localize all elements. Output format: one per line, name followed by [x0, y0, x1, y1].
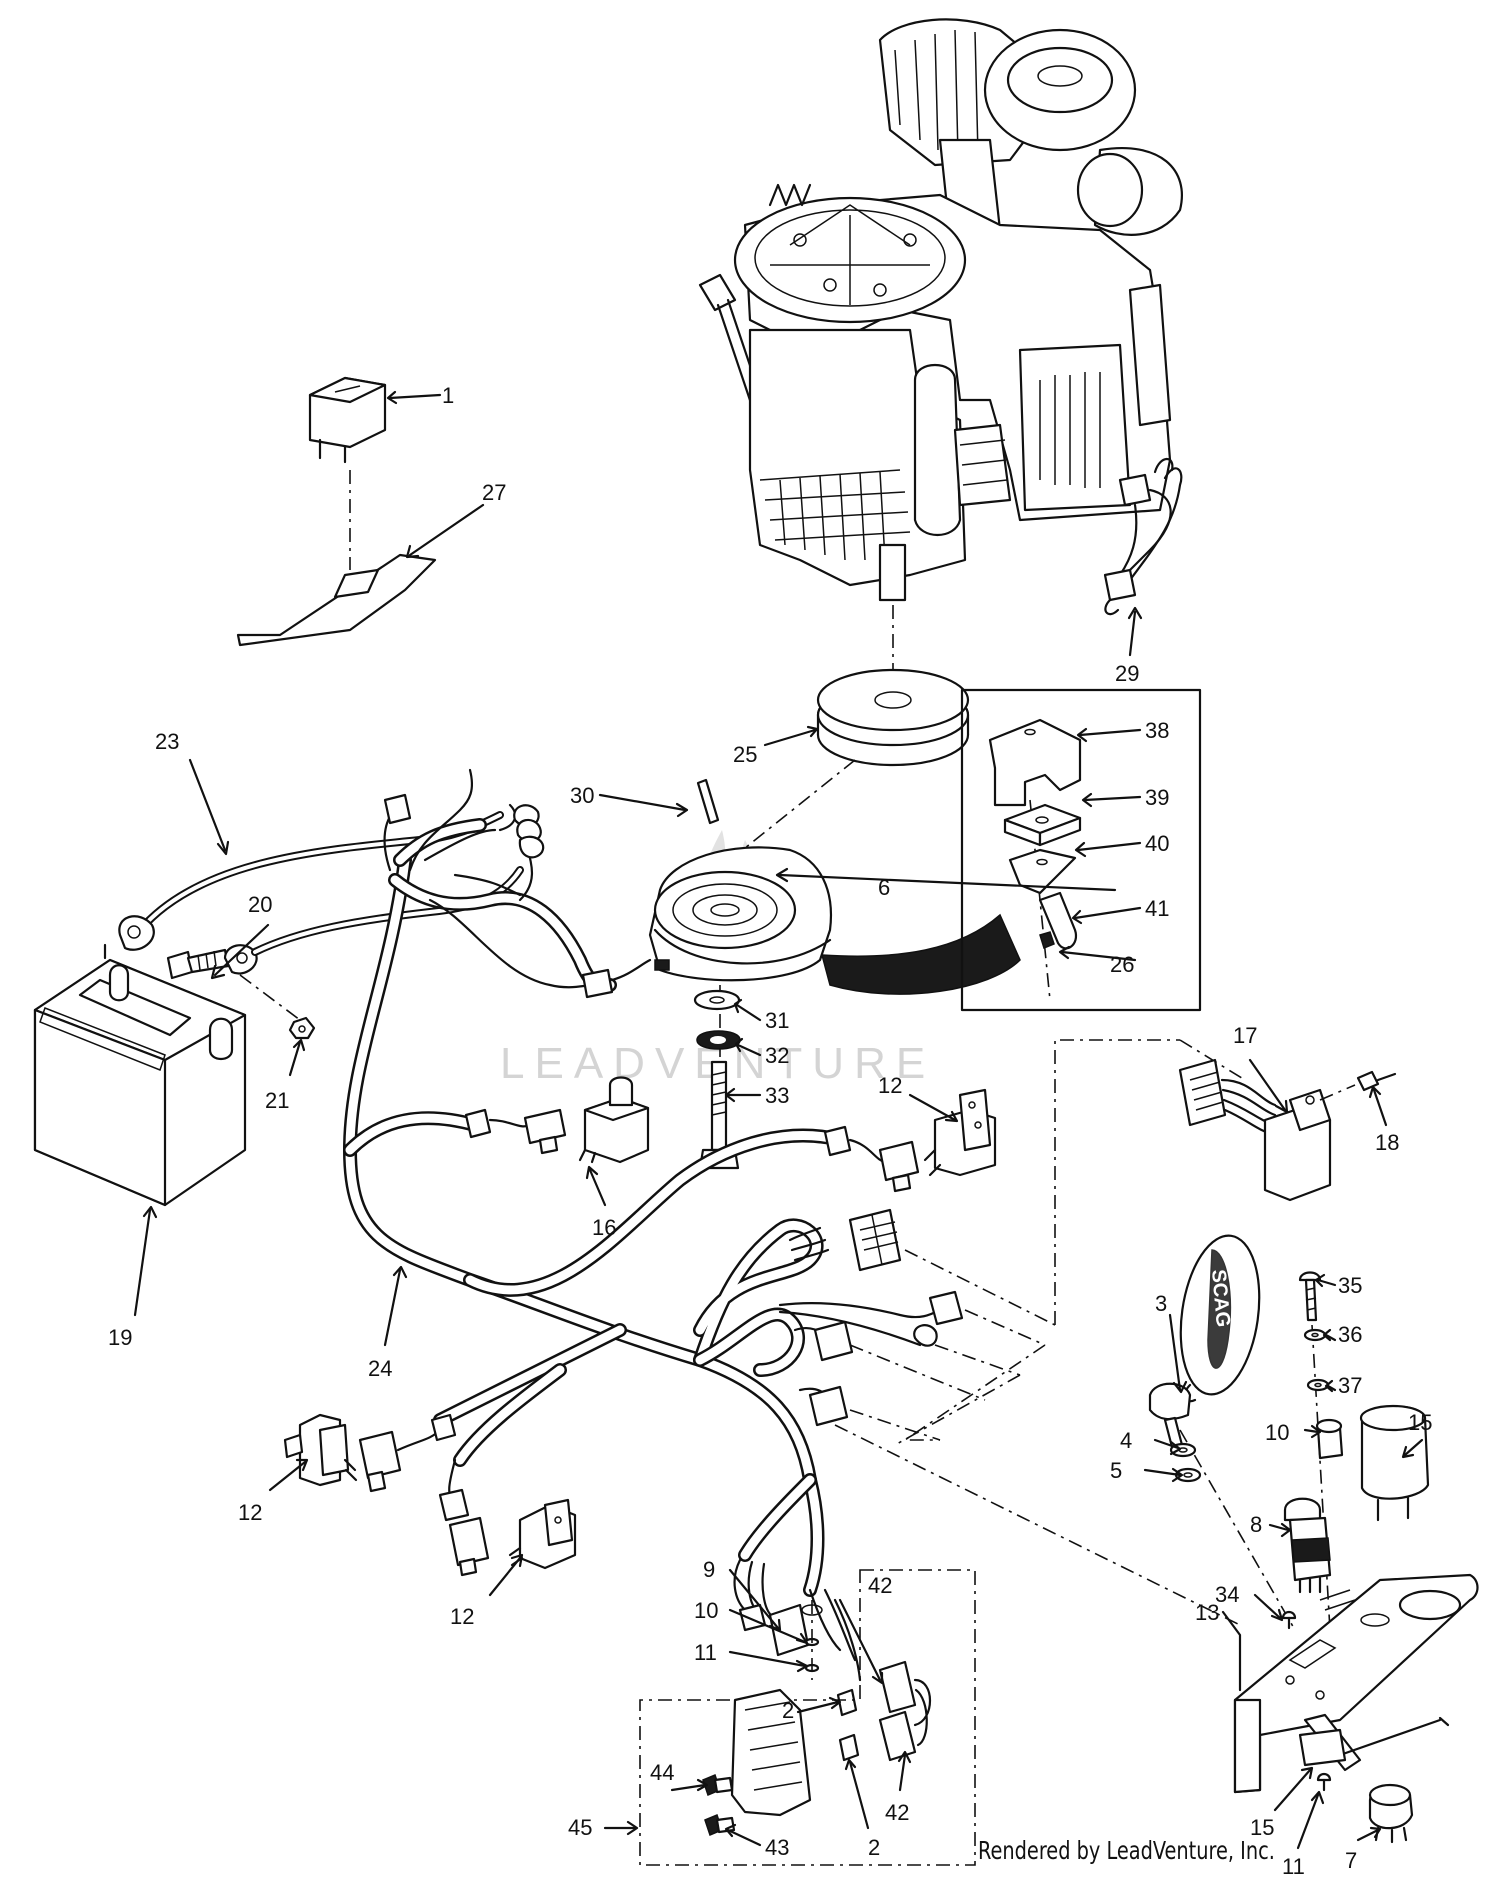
mounting-bracket — [236, 553, 437, 647]
engine — [698, 18, 1183, 602]
panel-screw — [1281, 1610, 1297, 1630]
callout-34: 34 — [1215, 1582, 1239, 1607]
wire-pigtail — [1103, 457, 1183, 616]
seat-switch — [578, 1076, 650, 1164]
render-credit: Rendered by LeadVenture, Inc. — [978, 1836, 1275, 1865]
callout-45: 45 — [568, 1815, 592, 1840]
control-module — [702, 1688, 812, 1837]
callout-26: 26 — [1110, 952, 1134, 977]
clutch-lead — [428, 898, 652, 999]
engine-pulley — [816, 605, 970, 767]
callout-25: 25 — [733, 742, 757, 767]
callout-4: 4 — [1120, 1428, 1132, 1453]
interlock-switch-upper — [923, 1088, 997, 1177]
callout-10-right: 10 — [1265, 1420, 1289, 1445]
callout-35: 35 — [1338, 1273, 1362, 1298]
battery-nut — [288, 1016, 316, 1040]
callout-16: 16 — [592, 1215, 616, 1240]
callout-18: 18 — [1375, 1130, 1399, 1155]
callout-15-lower: 15 — [1250, 1815, 1274, 1840]
callout-12-lower: 12 — [450, 1604, 474, 1629]
callout-7: 7 — [1345, 1848, 1357, 1873]
connector-to-12-upper — [823, 1125, 920, 1193]
callout-40: 40 — [1145, 831, 1169, 856]
callout-2-upper: 2 — [782, 1698, 794, 1723]
callout-23: 23 — [155, 729, 179, 754]
relay-screw — [1356, 1070, 1397, 1092]
callout-42-upper: 42 — [868, 1573, 892, 1598]
callout-12-left: 12 — [238, 1500, 262, 1525]
callout-2-lower: 2 — [868, 1835, 880, 1860]
callout-42-lower: 42 — [885, 1800, 909, 1825]
callout-19: 19 — [108, 1325, 132, 1350]
leader-arrows — [133, 390, 1424, 1850]
callout-29: 29 — [1115, 661, 1139, 686]
callout-44: 44 — [650, 1760, 674, 1785]
callout-39: 39 — [1145, 785, 1169, 810]
callout-30: 30 — [570, 783, 594, 808]
hour-meter-switch — [308, 376, 387, 464]
harness-connectors-center — [778, 1208, 964, 1427]
callout-37: 37 — [1338, 1373, 1362, 1398]
connector-group-42 — [808, 1588, 931, 1762]
keychain-text: SCAG — [1207, 1269, 1234, 1328]
battery-bolt — [166, 866, 524, 980]
callout-11-lower: 11 — [694, 1640, 717, 1665]
callout-31: 31 — [765, 1008, 789, 1033]
callout-9: 9 — [703, 1557, 715, 1582]
callout-43: 43 — [765, 1835, 789, 1860]
callout-21: 21 — [265, 1088, 289, 1113]
callout-36: 36 — [1338, 1322, 1362, 1347]
callout-12-upper: 12 — [878, 1073, 902, 1098]
harness-top-leads — [383, 768, 545, 902]
interlock-switch-left — [283, 1413, 457, 1493]
callout-11-right: 11 — [1282, 1854, 1305, 1877]
clutch-stop-assembly — [988, 718, 1082, 1001]
indicator-lamp — [1315, 1418, 1344, 1460]
ignition-switch — [1298, 1713, 1450, 1844]
callout-5: 5 — [1110, 1458, 1122, 1483]
callout-13: 13 — [1195, 1600, 1219, 1625]
callout-15-upper: 15 — [1408, 1410, 1432, 1435]
callout-38: 38 — [1145, 718, 1169, 743]
lower-harness-connectors — [733, 1558, 823, 1680]
callout-32: 32 — [765, 1043, 789, 1068]
callout-6: 6 — [878, 875, 890, 900]
electric-pto-clutch — [648, 846, 832, 982]
callout-10-lower: 10 — [694, 1598, 718, 1623]
callout-24: 24 — [368, 1356, 392, 1381]
callout-1: 1 — [442, 383, 454, 408]
module-inset-box — [639, 1569, 976, 1866]
callout-17: 17 — [1233, 1023, 1257, 1048]
clutch-hardware — [693, 985, 741, 1170]
battery — [33, 943, 247, 1207]
callout-33: 33 — [765, 1083, 789, 1108]
callout-3: 3 — [1155, 1291, 1167, 1316]
relay-module — [1178, 1058, 1332, 1202]
panel-screw-washers — [1298, 1271, 1331, 1631]
callout-41: 41 — [1145, 896, 1169, 921]
key-washers — [1169, 1442, 1202, 1483]
ignition-key: SCAG — [1148, 1234, 1261, 1449]
interlock-switch-lower — [438, 1458, 577, 1577]
callout-20: 20 — [248, 892, 272, 917]
callout-27: 27 — [482, 480, 506, 505]
pto-switch — [1283, 1497, 1332, 1594]
detail-pointer — [821, 913, 1021, 995]
hour-meter — [1359, 1404, 1430, 1522]
pulley-key — [696, 778, 720, 825]
control-panel — [1233, 1573, 1479, 1794]
connector-to-16 — [464, 1108, 567, 1155]
callout-8: 8 — [1250, 1512, 1262, 1537]
detail-inset-box — [960, 688, 1202, 1012]
callout-labels: 1 27 29 25 30 23 20 6 38 39 40 41 26 21 … — [108, 383, 1432, 1877]
